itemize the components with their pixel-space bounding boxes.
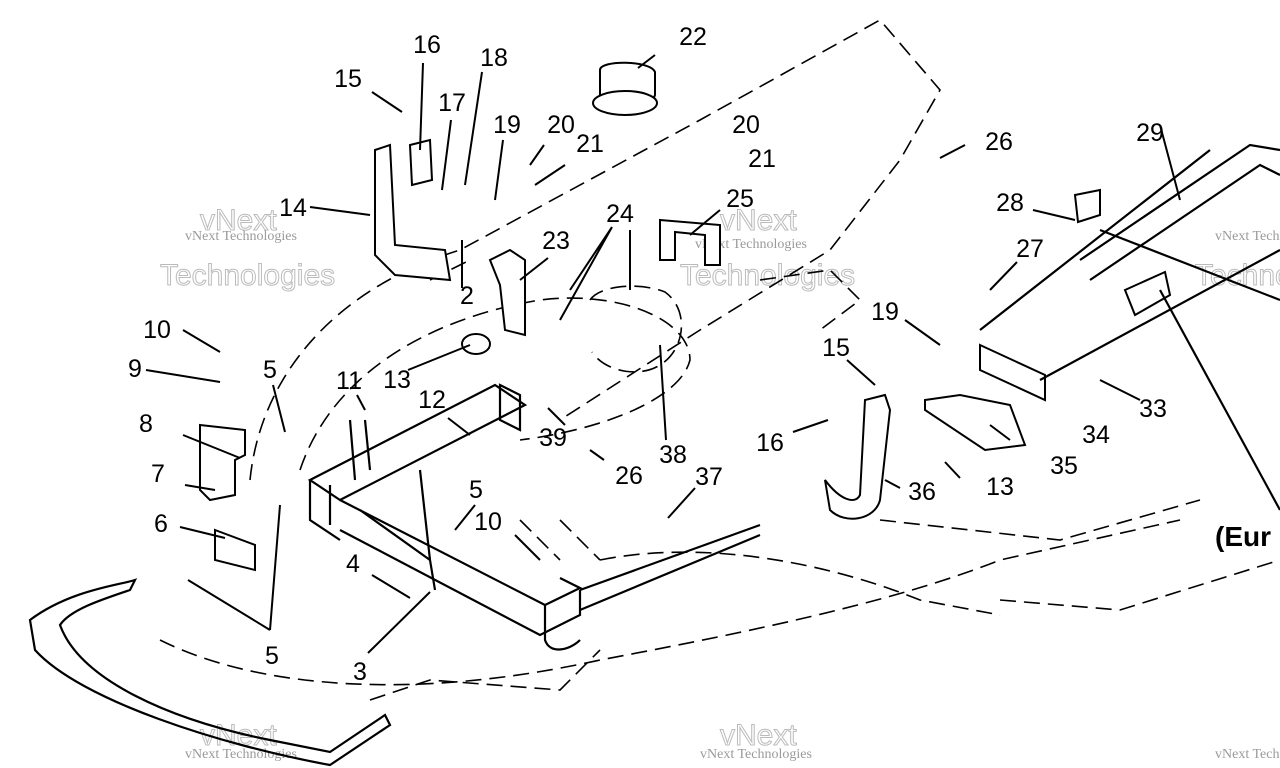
frame-assembly xyxy=(307,383,761,651)
callout-number: 15 xyxy=(822,334,850,362)
callout-number: 12 xyxy=(418,386,446,414)
callout-number: 20 xyxy=(732,111,760,139)
callout-number: 9 xyxy=(128,355,142,383)
callout-number: 8 xyxy=(139,410,153,438)
callout-number: 13 xyxy=(986,473,1014,501)
callout-number: 34 xyxy=(1082,421,1110,449)
callout-number: 24 xyxy=(606,200,634,228)
callout-number: 37 xyxy=(695,463,723,491)
callout-number: 10 xyxy=(474,508,502,536)
callout-number: 6 xyxy=(154,510,168,538)
watermark-text: vNext Technologies xyxy=(185,747,297,762)
watermark-text: vNext xyxy=(720,719,797,752)
callout-number: 25 xyxy=(726,185,754,213)
callout-number: 18 xyxy=(480,44,508,72)
callout-labels: 22 16 18 15 17 19 20 21 20 21 26 29 14 2… xyxy=(128,23,1271,686)
callout-number: 16 xyxy=(756,429,784,457)
callout-number: 21 xyxy=(576,130,604,158)
callout-number: 7 xyxy=(151,460,165,488)
watermark-text: vNext Technologies xyxy=(185,229,297,244)
watermark-text: vNext xyxy=(720,204,797,237)
region-label: (Eur xyxy=(1215,521,1271,552)
callout-number: 11 xyxy=(336,367,362,395)
callout-number: 13 xyxy=(383,366,411,394)
watermark-text: vNext xyxy=(200,719,277,752)
watermark-text: vNext Technologies xyxy=(1215,229,1280,244)
callout-number: 17 xyxy=(438,89,466,117)
callout-number: 35 xyxy=(1050,452,1078,480)
watermark-text: vNext Technologies xyxy=(1215,747,1280,762)
callout-number: 19 xyxy=(871,298,899,326)
callout-number: 22 xyxy=(679,23,707,51)
callout-number: 15 xyxy=(334,65,362,93)
callout-number: 5 xyxy=(263,356,277,384)
callout-number: 21 xyxy=(748,145,776,173)
callout-number: 3 xyxy=(353,658,367,686)
callout-number: 4 xyxy=(346,550,360,578)
watermark-text: Technologies xyxy=(160,259,335,292)
watermark-text: Technologies xyxy=(1195,259,1280,292)
callout-number: 27 xyxy=(1016,235,1044,263)
body-outline xyxy=(159,18,1280,701)
callout-number: 23 xyxy=(542,227,570,255)
callout-number: 26 xyxy=(615,462,643,490)
callout-number: 5 xyxy=(265,642,279,670)
callout-number: 2 xyxy=(460,282,474,310)
front-bumper xyxy=(28,578,392,767)
callout-number: 14 xyxy=(279,194,307,222)
callout-number: 5 xyxy=(469,476,483,504)
callout-number: 33 xyxy=(1139,395,1167,423)
callout-number: 39 xyxy=(539,424,567,452)
watermark-text: vNext Technologies xyxy=(700,747,812,762)
callout-number: 19 xyxy=(493,111,521,139)
callout-number: 28 xyxy=(996,189,1024,217)
callout-number: 10 xyxy=(143,316,171,344)
callout-number: 20 xyxy=(547,111,575,139)
callout-number: 36 xyxy=(908,478,936,506)
callout-number: 29 xyxy=(1136,119,1164,147)
leader-lines xyxy=(145,54,1181,654)
watermark-text: vNext Technologies xyxy=(695,237,807,252)
callout-number: 26 xyxy=(985,128,1013,156)
callout-number: 38 xyxy=(659,441,687,469)
watermark-text: vNext xyxy=(200,204,277,237)
callout-number: 16 xyxy=(413,31,441,59)
hardware-parts xyxy=(199,61,1280,572)
